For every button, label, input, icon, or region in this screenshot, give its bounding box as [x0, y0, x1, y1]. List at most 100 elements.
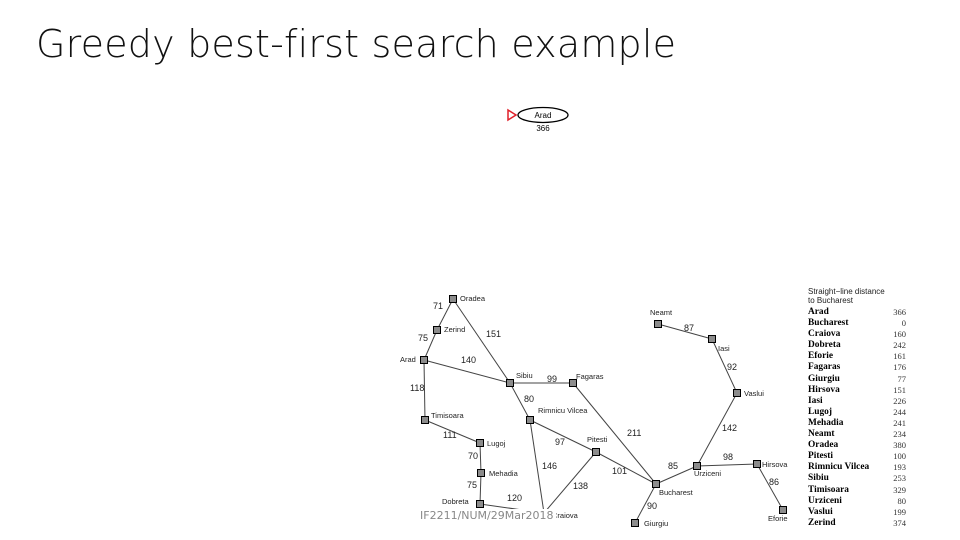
slide-footer: IF2211/NUM/29Mar2018 — [418, 509, 556, 522]
city-node-fagaras[interactable] — [569, 379, 577, 387]
city-label: Craiova — [552, 511, 579, 520]
road-distance-label: 211 — [627, 428, 641, 438]
road-distance-label: 111 — [443, 430, 457, 440]
table-header: Straight−line distance to Bucharest — [808, 287, 885, 305]
table-row: Bucharest 0 — [808, 318, 908, 329]
road-mehadia-dobreta — [479, 472, 482, 505]
city-name: Vaslui — [808, 506, 833, 517]
tree-node-label: Arad — [535, 111, 552, 120]
city-node-giurgiu[interactable] — [631, 519, 639, 527]
road-distance-label: 75 — [418, 333, 428, 343]
city-label: Bucharest — [659, 488, 694, 497]
city-name: Giurgiu — [808, 373, 840, 384]
road-bucharest-urziceni — [655, 465, 698, 485]
city-label: Pitesti — [587, 435, 608, 444]
road-distance-label: 71 — [433, 301, 443, 311]
current-node-pointer-icon — [507, 108, 518, 122]
city-label: Hirsova — [762, 460, 788, 469]
city-label: Lugoj — [487, 439, 506, 448]
tree-node-arad[interactable] — [517, 106, 569, 124]
road-pitesti-bucharest — [595, 451, 657, 485]
city-node-bucharest[interactable] — [652, 480, 660, 488]
road-craiova-pitesti — [543, 451, 597, 514]
city-label: Timisoara — [431, 411, 464, 420]
city-node-dobreta[interactable] — [476, 500, 484, 508]
city-node-oradea[interactable] — [449, 295, 457, 303]
city-label: Oradea — [460, 294, 486, 303]
road-distance-label: 87 — [684, 323, 694, 333]
road-sibiu-rimnicu — [509, 382, 531, 421]
city-name: Dobreta — [808, 340, 841, 351]
city-label: Mehadia — [489, 469, 519, 478]
road-urziceni-hirsova — [696, 463, 758, 467]
city-node-lugoj[interactable] — [476, 439, 484, 447]
distance-value: 100 — [893, 451, 906, 462]
road-rimnicu-craiova — [529, 419, 545, 514]
city-node-iasi[interactable] — [708, 335, 716, 343]
road-distance-label: 101 — [612, 466, 627, 476]
road-arad-timisoara — [423, 359, 426, 421]
city-name: Eforie — [808, 351, 833, 362]
distance-value: 199 — [893, 506, 906, 517]
road-distance-label: 142 — [722, 423, 737, 433]
road-distance-label: 85 — [668, 461, 678, 471]
city-name: Iasi — [808, 395, 823, 406]
city-node-sibiu[interactable] — [506, 379, 514, 387]
city-name: Timisoara — [808, 484, 849, 495]
city-node-hirsova[interactable] — [753, 460, 761, 468]
road-distance-label: 120 — [507, 493, 522, 503]
distance-value: 193 — [893, 462, 906, 473]
road-distance-label: 118 — [410, 383, 424, 393]
straight-line-distance-table: Straight−line distance to Bucharest Arad… — [808, 287, 908, 529]
road-lugoj-mehadia — [479, 442, 482, 474]
city-label: Iasi — [718, 344, 730, 353]
table-row: Hirsova 151 — [808, 385, 908, 396]
city-name: Hirsova — [808, 384, 840, 395]
road-distance-label: 146 — [542, 461, 557, 471]
city-name: Rimnicu Vilcea — [808, 462, 870, 473]
city-label: Rimnicu Vilcea — [538, 406, 588, 415]
city-name: Neamt — [808, 429, 835, 440]
table-row: Rimnicu Vilcea 193 — [808, 462, 908, 473]
distance-value: 241 — [893, 417, 906, 428]
road-vaslui-iasi — [711, 338, 738, 394]
distance-value: 366 — [893, 307, 906, 317]
city-node-pitesti[interactable] — [592, 448, 600, 456]
distance-value: 151 — [893, 384, 906, 395]
city-node-urziceni[interactable] — [693, 462, 701, 470]
road-zerind-arad — [423, 329, 438, 361]
city-node-vaslui[interactable] — [733, 389, 741, 397]
distance-value: 374 — [893, 517, 906, 528]
city-name: Bucharest — [808, 318, 849, 329]
road-timisoara-lugoj — [424, 419, 481, 444]
distance-value: 176 — [893, 362, 906, 373]
road-distance-label: 90 — [647, 501, 657, 511]
road-iasi-neamt — [657, 323, 713, 340]
city-node-timisoara[interactable] — [421, 416, 429, 424]
city-node-zerind[interactable] — [433, 326, 441, 334]
distance-value: 160 — [893, 329, 906, 340]
city-name: Mehadia — [808, 417, 844, 428]
city-node-arad[interactable] — [420, 356, 428, 364]
distance-value: 0 — [901, 318, 906, 329]
road-distance-label: 99 — [547, 374, 557, 384]
city-node-eforie[interactable] — [779, 506, 787, 514]
road-arad-sibiu — [423, 359, 511, 384]
city-node-neamt[interactable] — [654, 320, 662, 328]
city-label: Dobreta — [442, 497, 470, 506]
city-node-rimnicu[interactable] — [526, 416, 534, 424]
city-label: Urziceni — [694, 469, 721, 478]
city-node-mehadia[interactable] — [477, 469, 485, 477]
